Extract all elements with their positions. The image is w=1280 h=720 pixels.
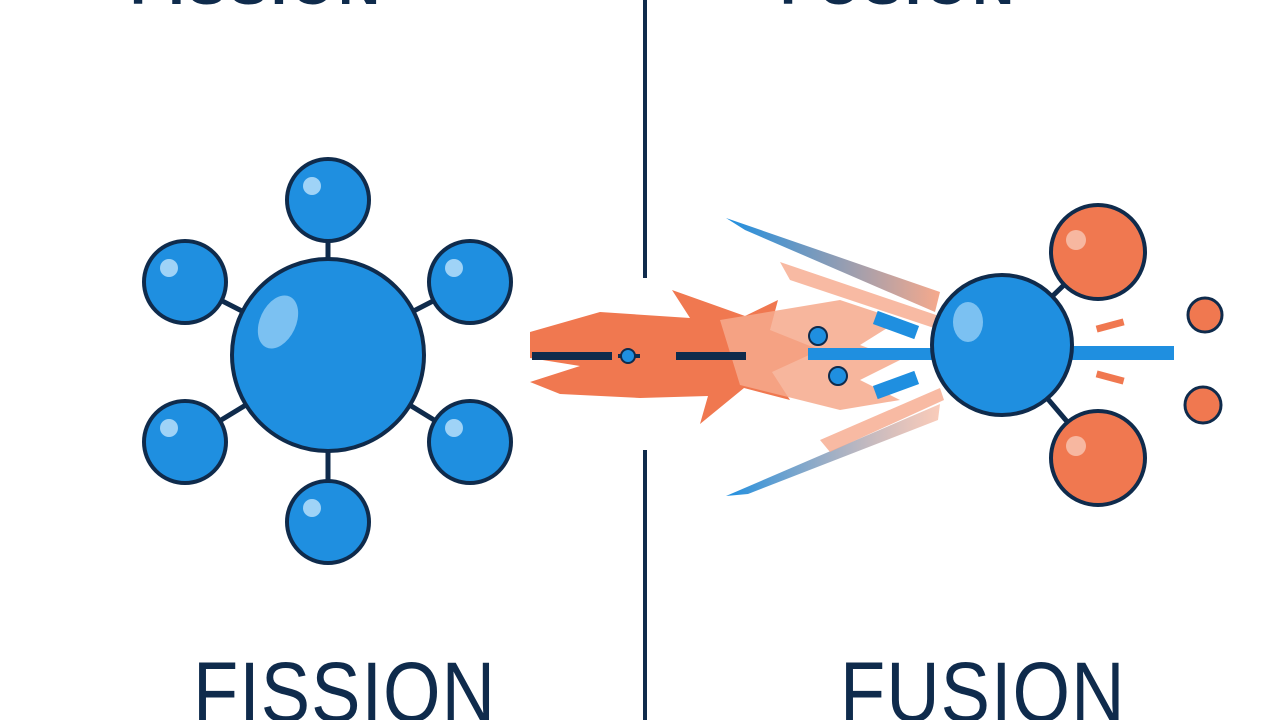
top-left-heading-cut: FISSION: [130, 0, 383, 14]
fusion-nucleus-cluster: [930, 203, 1224, 507]
converging-streaks: [726, 218, 1174, 496]
fission-label: FISSION: [193, 644, 497, 720]
fusion-label: FUSION: [840, 644, 1126, 720]
fission-nucleus-cluster: [142, 157, 513, 565]
top-right-heading-cut: FUSION: [780, 0, 1017, 14]
central-nucleus: [230, 257, 426, 453]
